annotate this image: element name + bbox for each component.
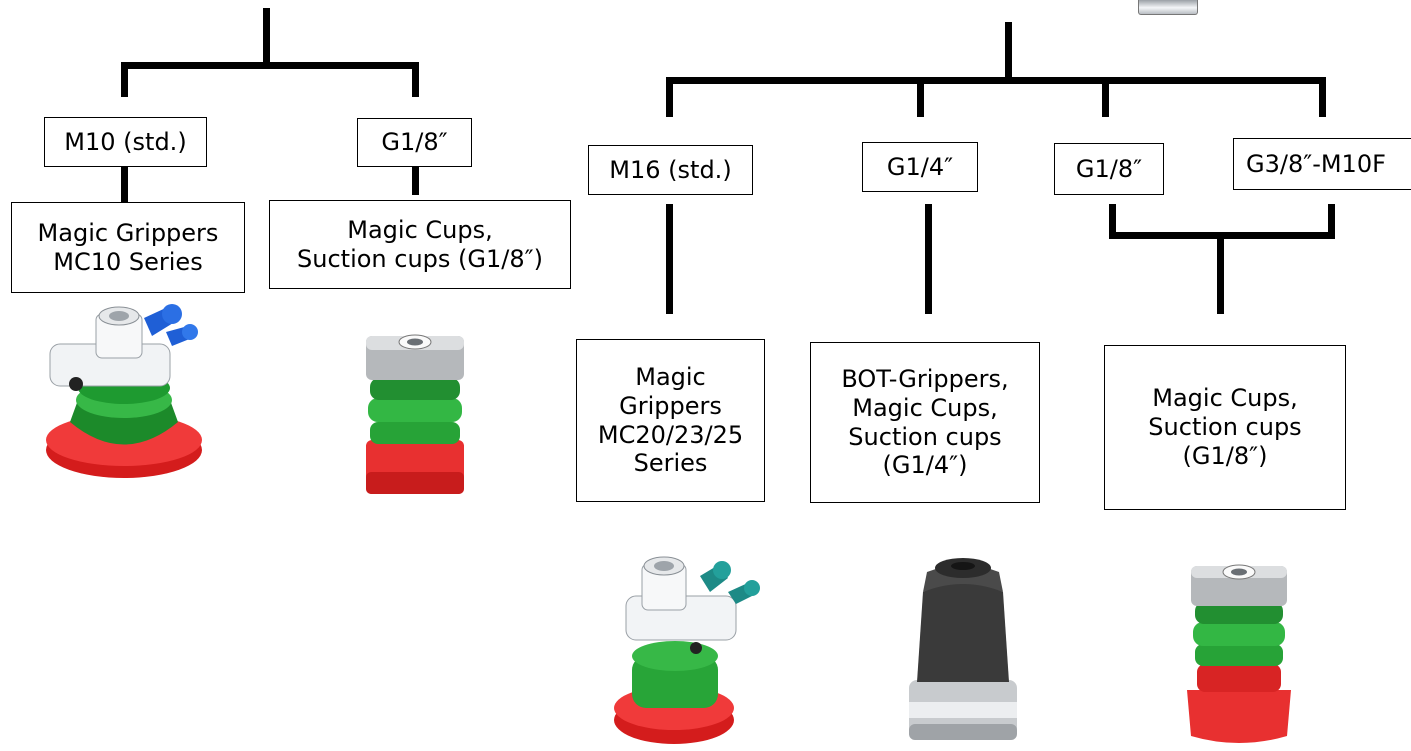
right-connector-merge-stem bbox=[1217, 232, 1224, 314]
port-box-g38-m10f: G3/8″-M10F bbox=[1233, 138, 1411, 190]
fitting-stub-icon bbox=[1138, 0, 1198, 15]
right-connector-g14 bbox=[925, 204, 932, 314]
right-branch-drop-2 bbox=[917, 77, 924, 117]
port-box-g18-left: G1/8″ bbox=[357, 118, 472, 167]
port-label: G3/8″-M10F bbox=[1246, 149, 1386, 178]
right-branch-bar bbox=[666, 77, 1326, 84]
product-line: Magic Cups, bbox=[1152, 384, 1298, 413]
port-label: G1/8″ bbox=[381, 128, 448, 157]
magic-gripper-mc20-icon bbox=[614, 556, 760, 744]
left-branch-drop-2 bbox=[412, 62, 419, 97]
port-label: M10 (std.) bbox=[64, 127, 187, 156]
product-line: Magic Cups, bbox=[852, 393, 998, 422]
product-line: (G1/4″) bbox=[882, 451, 968, 480]
product-box-magic-grippers-mc20: Magic Grippers MC20/23/25 Series bbox=[576, 339, 765, 502]
product-box-magic-cups-g18-left: Magic Cups, Suction cups (G1/8″) bbox=[269, 200, 571, 289]
product-line: Series bbox=[633, 449, 708, 478]
product-line: Suction cups bbox=[848, 422, 1002, 451]
magic-gripper-mc10-icon bbox=[46, 304, 202, 478]
left-port-connector-2 bbox=[412, 167, 419, 195]
port-box-g18-right: G1/8″ bbox=[1054, 143, 1164, 195]
product-line: Suction cups (G1/8″) bbox=[297, 244, 543, 273]
right-connector-m16 bbox=[666, 204, 673, 314]
product-line: (G1/8″) bbox=[1182, 441, 1268, 470]
product-line: Magic Cups, bbox=[347, 215, 493, 244]
right-branch-drop-3 bbox=[1102, 77, 1109, 117]
product-box-magic-cups-g18-right: Magic Cups, Suction cups (G1/8″) bbox=[1104, 345, 1346, 510]
port-box-g14: G1/4″ bbox=[862, 142, 978, 192]
product-box-magic-grippers-mc10: Magic Grippers MC10 Series bbox=[11, 202, 245, 293]
left-branch-drop-1 bbox=[121, 62, 128, 97]
right-connector-g18-drop bbox=[1109, 204, 1116, 239]
product-line: Magic bbox=[635, 362, 706, 391]
right-root-stem bbox=[1005, 22, 1012, 82]
left-root-stem bbox=[263, 8, 270, 67]
product-line: BOT-Grippers, bbox=[841, 364, 1009, 393]
left-branch-bar bbox=[121, 62, 419, 69]
port-box-m10: M10 (std.) bbox=[44, 117, 207, 167]
port-label: M16 (std.) bbox=[609, 155, 732, 184]
product-line: Suction cups bbox=[1148, 413, 1302, 442]
right-branch-drop-4 bbox=[1319, 77, 1326, 117]
right-branch-drop-1 bbox=[666, 77, 673, 117]
port-box-m16: M16 (std.) bbox=[588, 145, 753, 195]
product-box-bot-grippers: BOT-Grippers, Magic Cups, Suction cups (… bbox=[810, 342, 1040, 503]
port-label: G1/4″ bbox=[886, 152, 954, 181]
product-line: Magic Grippers bbox=[37, 218, 219, 247]
bot-gripper-icon bbox=[909, 558, 1017, 740]
product-line: MC20/23/25 bbox=[597, 420, 744, 449]
right-connector-g38-drop bbox=[1328, 204, 1335, 239]
magic-cup-g18-icon bbox=[1187, 564, 1291, 743]
port-label: G1/8″ bbox=[1075, 154, 1143, 183]
product-line: MC10 Series bbox=[53, 247, 203, 276]
magic-cup-g18-icon bbox=[366, 334, 464, 494]
left-port-connector-1 bbox=[121, 167, 128, 203]
product-line: Grippers bbox=[619, 391, 722, 420]
